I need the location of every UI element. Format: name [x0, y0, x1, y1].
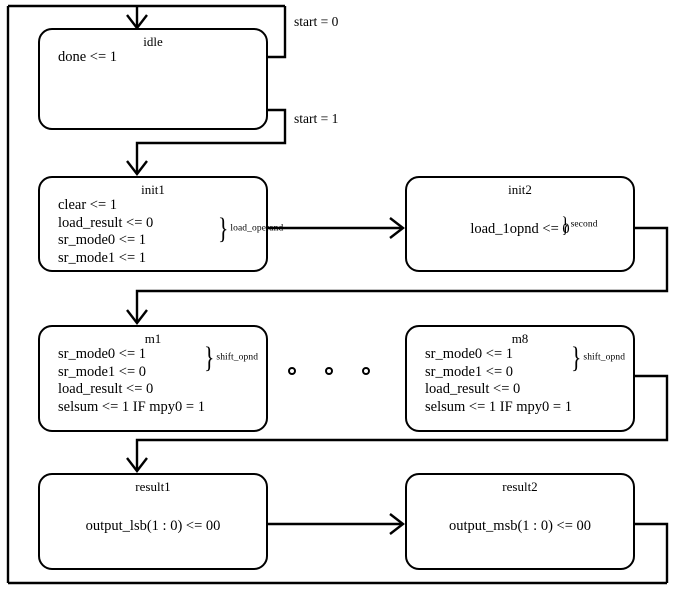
state-title-m8: m8 [511, 331, 529, 346]
action-line: output_lsb(1 : 0) <= 00 [85, 518, 221, 534]
action-line: selsum <= 1 IF mpy0 = 1 [58, 398, 205, 415]
action-line: load_result <= 0 [425, 381, 521, 397]
action-line: sr_mode0 <= 1 [58, 232, 147, 248]
state-box-init2[interactable]: init2 load_1opnd <= 0}second [405, 176, 635, 272]
state-title-init1: init1 [141, 182, 165, 197]
wire-idle-self-loop-start0 [268, 6, 287, 59]
arrowhead-into-init2 [389, 217, 405, 239]
edge-label-start-0: start = 0 [294, 14, 339, 29]
ellipsis-dot-icon [288, 367, 296, 375]
action-line: load_result <= 0 [58, 214, 154, 231]
edge-label-start-1: start = 1 [294, 111, 339, 126]
action-group-label: shift_opnd [216, 352, 259, 363]
arrowhead-into-init1 [126, 160, 148, 176]
curly-brace-icon: } [561, 211, 570, 237]
action-group-brace-load_operand: }load_operand [216, 211, 284, 245]
state-actions-result1: output_lsb(1 : 0) <= 00 [40, 518, 266, 536]
curly-brace-icon: } [218, 211, 229, 245]
action-group-label: shift_opnd [583, 352, 626, 363]
state-title-init2: init2 [508, 182, 532, 197]
curly-brace-icon: } [204, 340, 215, 374]
state-title-idle: idle [143, 34, 163, 49]
state-actions-idle: done <= 1 [40, 49, 266, 67]
state-box-result2[interactable]: result2 output_msb(1 : 0) <= 00 [405, 473, 635, 570]
state-actions-init2: load_1opnd <= 0 [407, 221, 633, 239]
action-line: output_msb(1 : 0) <= 00 [448, 518, 592, 534]
action-line: sr_mode1 <= 1 [58, 249, 147, 266]
action-group-brace-shift_opnd: }shift_opnd [569, 340, 626, 374]
action-group-brace-second: }second [560, 211, 598, 237]
state-title-result2: result2 [502, 479, 538, 494]
state-actions-result2: output_msb(1 : 0) <= 00 [407, 518, 633, 536]
state-title-m1: m1 [144, 331, 162, 346]
wire-init2-to-m1 [135, 226, 669, 321]
action-group-label: load_operand [230, 223, 284, 234]
action-group-label: second [570, 219, 598, 230]
action-line: sr_mode0 <= 1 [425, 346, 514, 362]
action-line: load_result <= 0 [58, 381, 154, 397]
action-line: selsum <= 1 IF mpy0 = 1 [425, 398, 572, 415]
state-title-result1: result1 [135, 479, 171, 494]
state-box-idle[interactable]: idle done <= 1 [38, 28, 268, 130]
action-line: done <= 1 [58, 49, 118, 65]
curly-brace-icon: } [571, 340, 582, 374]
action-line: sr_mode1 <= 0 [425, 363, 514, 380]
action-line: sr_mode1 <= 0 [58, 363, 147, 380]
arrowhead-into-m1 [126, 309, 148, 325]
wire-m8-to-result1 [135, 374, 669, 469]
action-line: load_1opnd <= 0 [470, 221, 570, 237]
wire-idle-to-init1 [135, 108, 287, 172]
arrowhead-into-result1 [126, 457, 148, 473]
action-line: clear <= 1 [58, 197, 118, 213]
ellipsis-dot-icon [362, 367, 370, 375]
ellipsis-dot-icon [325, 367, 333, 375]
action-line: sr_mode0 <= 1 [58, 346, 147, 362]
state-box-result1[interactable]: result1 output_lsb(1 : 0) <= 00 [38, 473, 268, 570]
wire-result2-to-return-bus [635, 522, 669, 583]
action-group-brace-shift_opnd: }shift_opnd [202, 340, 259, 374]
arrowhead-into-result2 [389, 513, 405, 535]
